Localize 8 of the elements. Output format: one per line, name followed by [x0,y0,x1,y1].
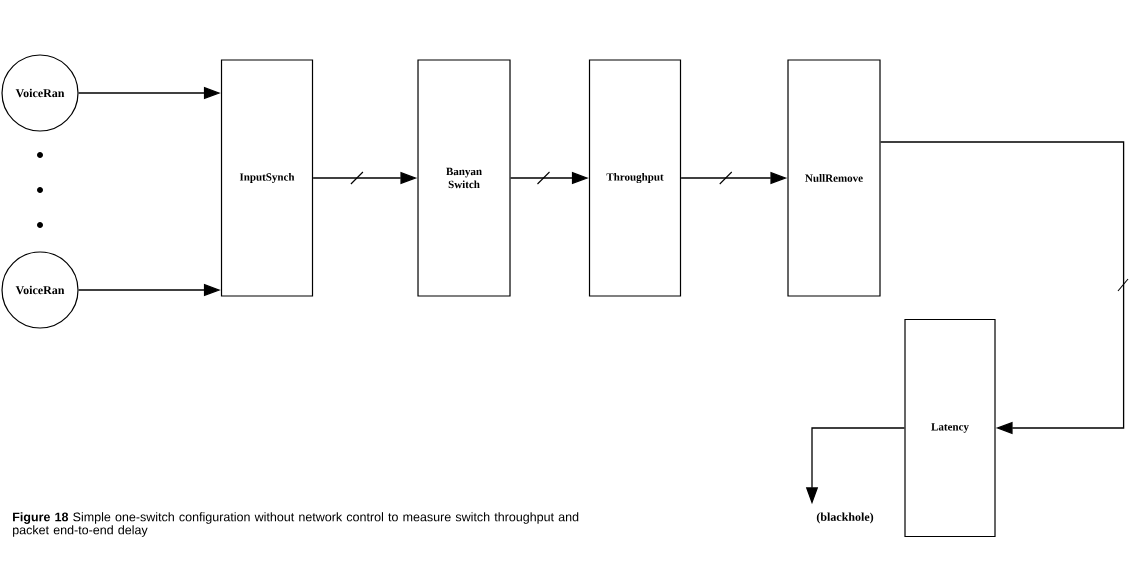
process-box: Banyan Switch [417,59,511,297]
process-box: Throughput [588,59,682,297]
process-box: NullRemove [787,59,881,297]
process-box: InputSynch [220,59,314,297]
caption: Figure 18 Simple one-switch configuration without network control to measure switch throughput and packet end-to-end delay [13,512,579,537]
process-box: Latency [904,318,996,538]
sink-label: (blackhole) [816,512,874,524]
arrow [879,141,1129,435]
